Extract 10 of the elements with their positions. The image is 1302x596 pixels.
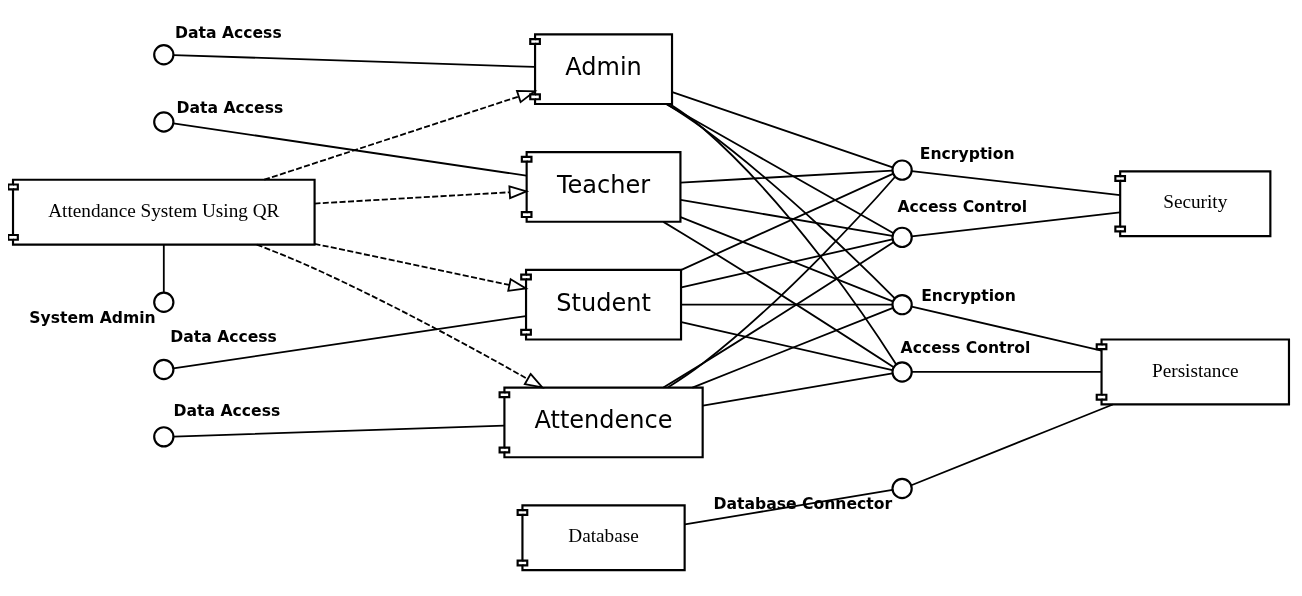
node-label: Access Control xyxy=(897,197,1028,216)
node-label: Data Access xyxy=(175,23,282,42)
node-label: Encryption xyxy=(919,144,1015,163)
node-label: Database Connector xyxy=(713,494,893,513)
node-label: Access Control xyxy=(900,338,1031,357)
node-label: Encryption xyxy=(921,286,1016,304)
node-label: Data Access xyxy=(176,98,284,117)
node-label: Data Access xyxy=(173,401,281,420)
node-label: System Admin xyxy=(29,308,156,327)
node-label: Data Access xyxy=(170,327,277,346)
